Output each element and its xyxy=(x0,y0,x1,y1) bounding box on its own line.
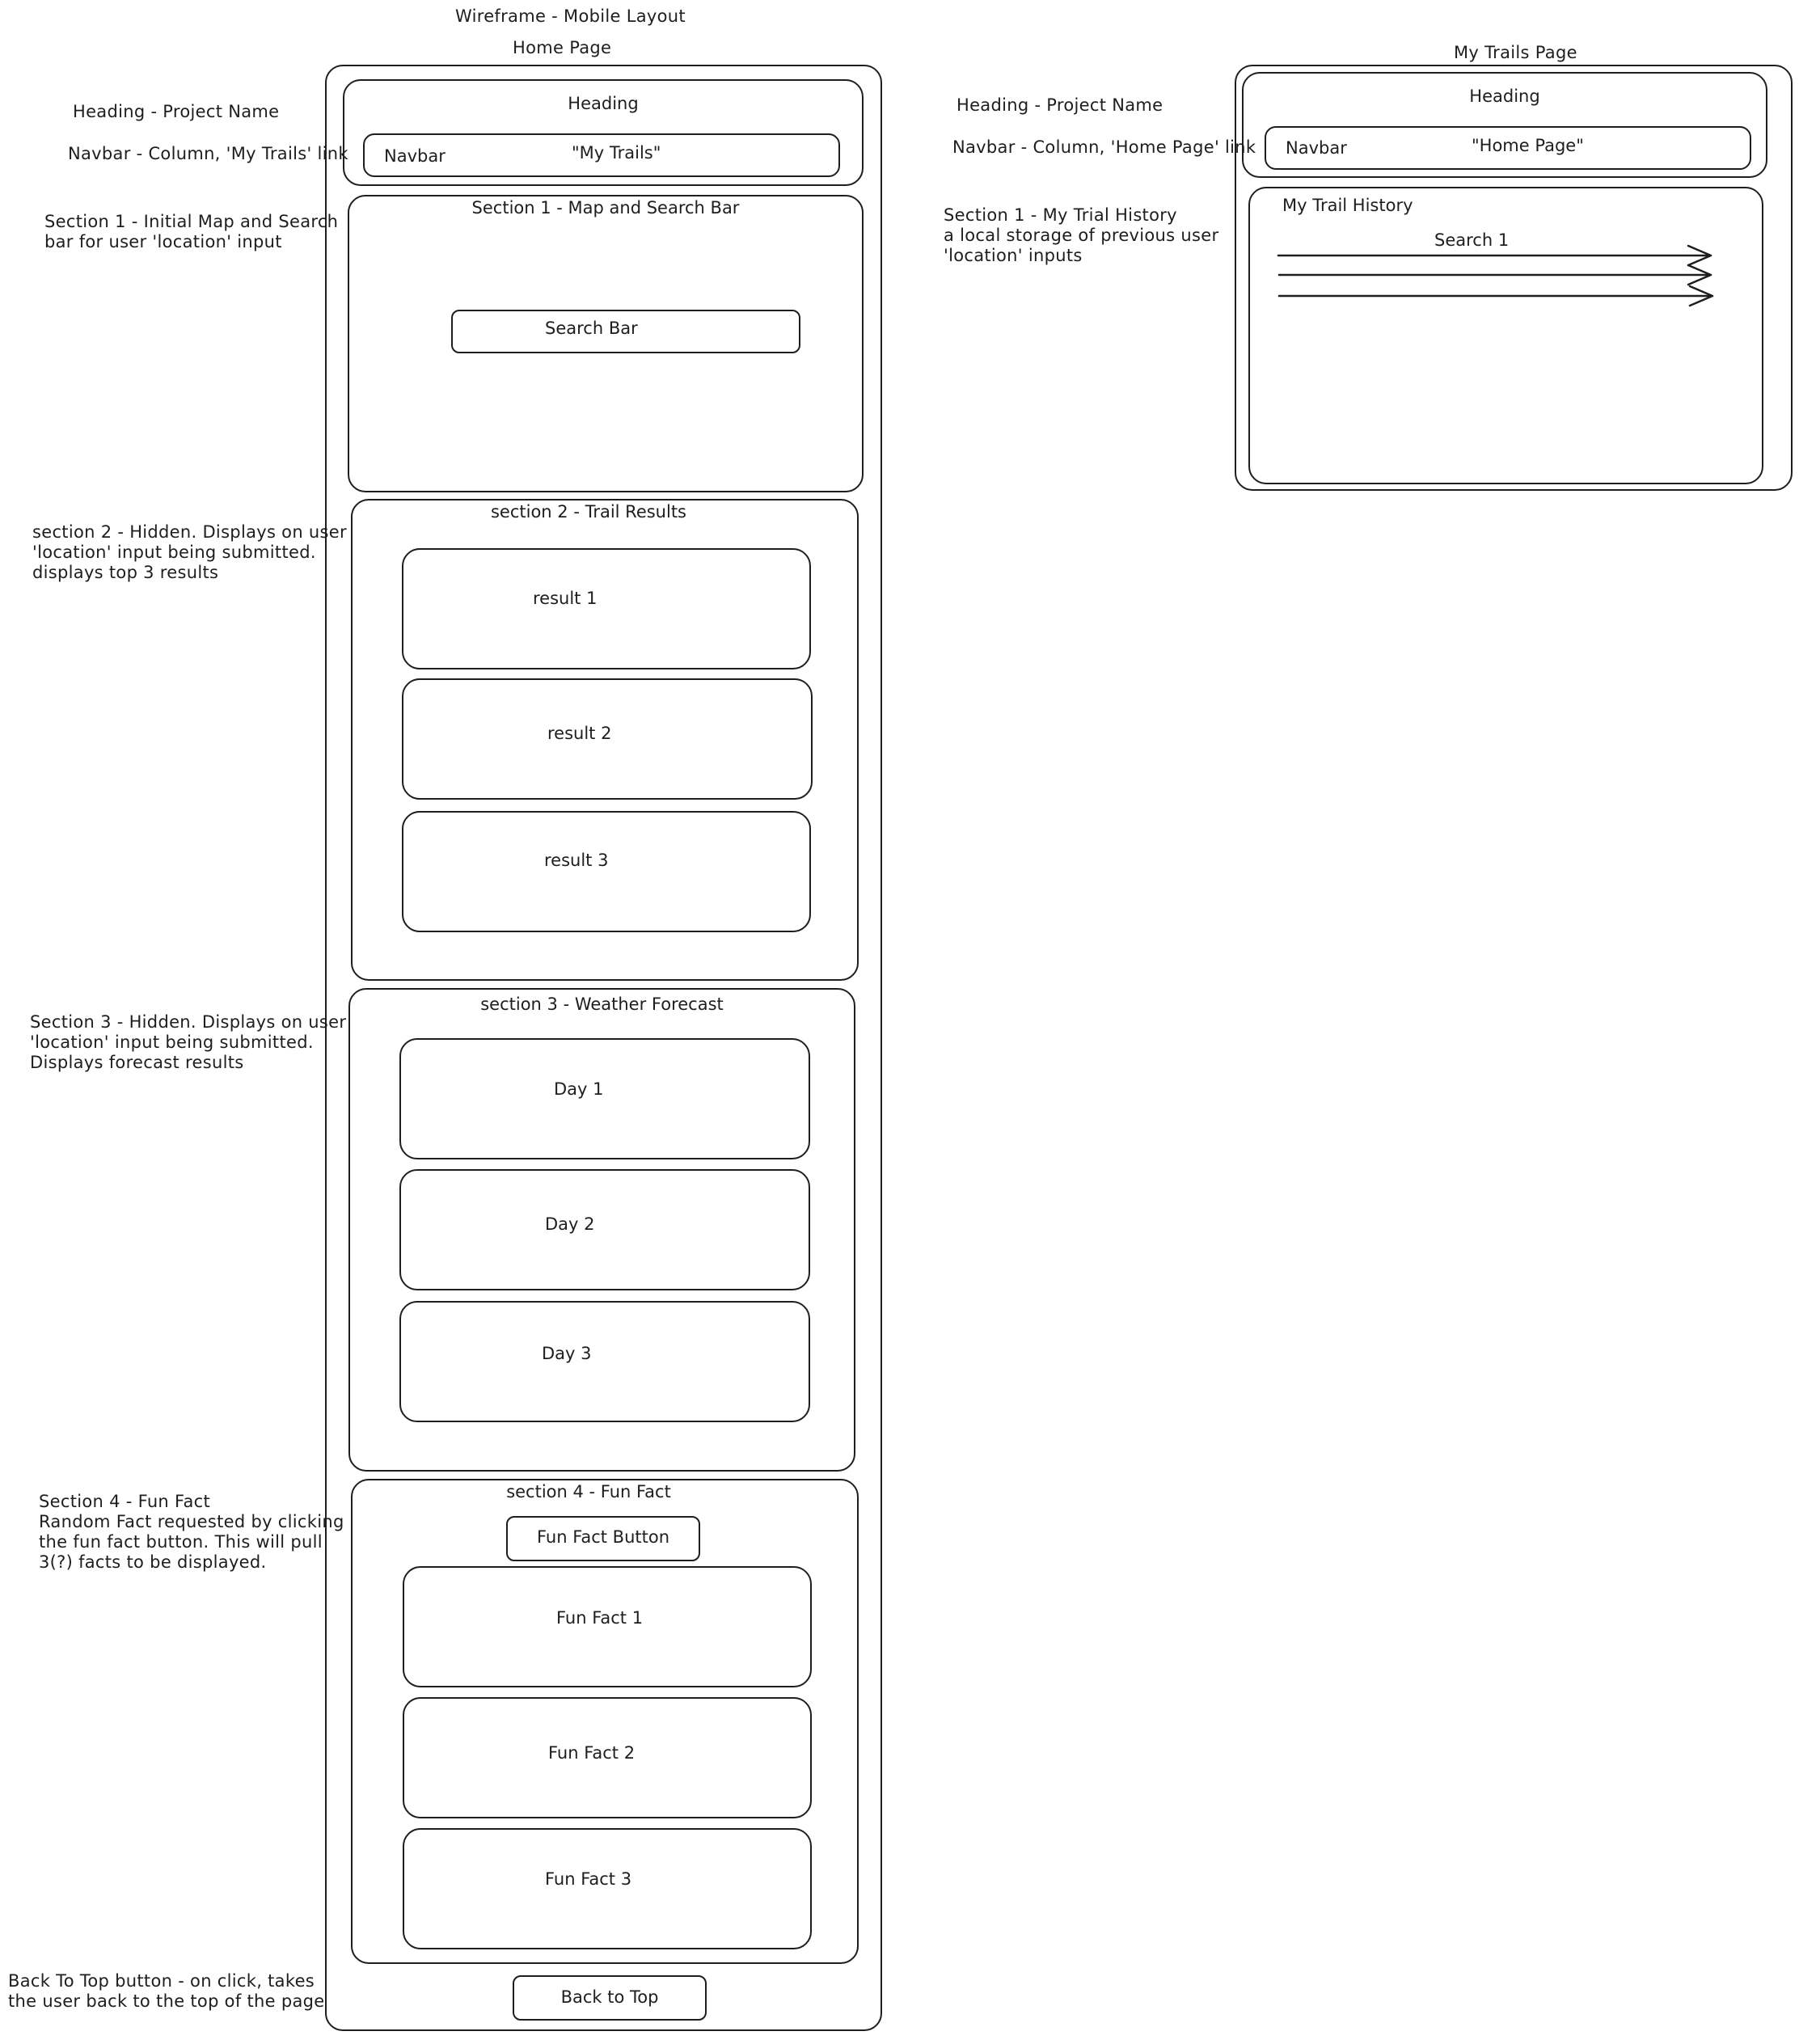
fun-fact-2-label: Fun Fact 2 xyxy=(548,1743,636,1763)
trails-heading-container: Heading Navbar "Home Page" xyxy=(1242,72,1767,178)
fun-fact-card-3: Fun Fact 3 xyxy=(403,1828,812,1949)
back-to-top-button[interactable]: Back to Top xyxy=(513,1975,707,2021)
home-navbar-label: Navbar xyxy=(384,146,446,166)
annotation-section-3: Section 3 - Hidden. Displays on user 'lo… xyxy=(30,1012,347,1072)
search-bar[interactable]: Search Bar xyxy=(451,310,800,353)
home-page-frame xyxy=(325,65,882,2031)
forecast-day-1-card: Day 1 xyxy=(399,1038,810,1159)
section-1-map-search: Section 1 - Map and Search Bar Search Ba… xyxy=(348,195,864,492)
home-page-title: Home Page xyxy=(513,38,612,57)
annotation-heading: Heading - Project Name xyxy=(73,102,280,121)
result-card-3[interactable]: result 3 xyxy=(402,811,811,932)
day-2-label: Day 2 xyxy=(545,1214,595,1234)
arrow-1-icon xyxy=(1277,244,1712,267)
my-trails-page-frame xyxy=(1235,65,1793,491)
trails-annotation-navbar: Navbar - Column, 'Home Page' link xyxy=(952,137,1256,157)
home-heading-label: Heading xyxy=(568,94,639,113)
result-2-label: result 2 xyxy=(547,724,612,743)
fun-fact-card-1: Fun Fact 1 xyxy=(403,1566,812,1687)
annotation-section-2: section 2 - Hidden. Displays on user 'lo… xyxy=(32,522,347,582)
fun-fact-card-2: Fun Fact 2 xyxy=(403,1697,812,1818)
search-bar-label: Search Bar xyxy=(545,319,638,338)
annotation-section-1: Section 1 - Initial Map and Search bar f… xyxy=(44,212,339,251)
trails-navbar-label: Navbar xyxy=(1286,138,1347,158)
arrow-2-icon xyxy=(1277,264,1712,286)
my-trails-link[interactable]: "My Trails" xyxy=(572,143,661,163)
my-trails-page-title: My Trails Page xyxy=(1454,43,1577,62)
day-1-label: Day 1 xyxy=(554,1079,604,1099)
annotation-back-to-top: Back To Top button - on click, takes the… xyxy=(8,1971,325,2011)
result-3-label: result 3 xyxy=(544,851,609,870)
result-card-1[interactable]: result 1 xyxy=(402,548,811,669)
search-history-item-1[interactable]: Search 1 xyxy=(1434,230,1510,250)
trails-navbar: Navbar "Home Page" xyxy=(1265,126,1751,170)
day-3-label: Day 3 xyxy=(542,1344,592,1363)
section-4-title: section 4 - Fun Fact xyxy=(506,1482,671,1501)
home-navbar: Navbar "My Trails" xyxy=(363,133,840,177)
wireframe-title: Wireframe - Mobile Layout xyxy=(455,6,686,26)
fun-fact-1-label: Fun Fact 1 xyxy=(556,1608,644,1628)
section-3-weather-forecast: section 3 - Weather Forecast Day 1 Day 2… xyxy=(348,988,855,1472)
section-3-title: section 3 - Weather Forecast xyxy=(480,995,724,1014)
annotation-navbar: Navbar - Column, 'My Trails' link xyxy=(68,144,348,163)
fun-fact-3-label: Fun Fact 3 xyxy=(545,1869,632,1889)
section-4-fun-fact: section 4 - Fun Fact Fun Fact Button Fun… xyxy=(351,1479,859,1964)
section-2-title: section 2 - Trail Results xyxy=(490,502,686,522)
forecast-day-3-card: Day 3 xyxy=(399,1301,810,1422)
trail-history-title: My Trail History xyxy=(1282,196,1413,215)
trail-history-section: My Trail History Search 1 xyxy=(1248,187,1763,484)
home-heading-container: Heading Navbar "My Trails" xyxy=(343,79,864,186)
fun-fact-button-label: Fun Fact Button xyxy=(536,1527,670,1547)
home-page-link[interactable]: "Home Page" xyxy=(1472,136,1584,155)
fun-fact-button[interactable]: Fun Fact Button xyxy=(506,1516,700,1561)
annotation-section-4: Section 4 - Fun Fact Random Fact request… xyxy=(39,1492,344,1572)
section-1-title: Section 1 - Map and Search Bar xyxy=(471,198,740,217)
trails-annotation-heading: Heading - Project Name xyxy=(957,95,1163,115)
result-1-label: result 1 xyxy=(533,589,598,608)
back-to-top-label: Back to Top xyxy=(560,1987,659,2007)
result-card-2[interactable]: result 2 xyxy=(402,678,813,800)
arrow-3-icon xyxy=(1277,285,1714,307)
section-2-trail-results: section 2 - Trail Results result 1 resul… xyxy=(351,499,859,981)
trails-annotation-section-1: Section 1 - My Trial History a local sto… xyxy=(944,205,1219,265)
forecast-day-2-card: Day 2 xyxy=(399,1169,810,1290)
trails-heading-label: Heading xyxy=(1469,87,1540,106)
